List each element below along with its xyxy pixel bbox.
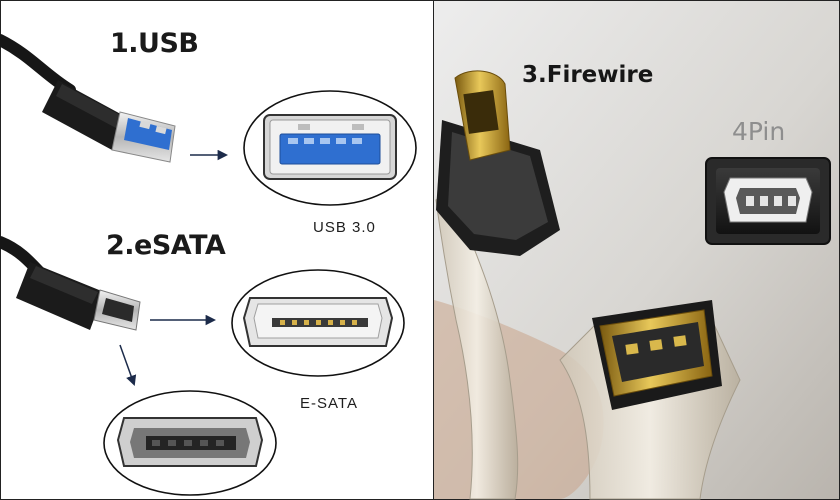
esata-port-closeup-2	[103, 390, 277, 496]
firewire-4pin-plug-image	[435, 70, 560, 500]
usb-caption: USB 3.0	[313, 219, 376, 236]
usb3-port-closeup	[243, 90, 417, 206]
firewire-pin-label: 4Pin	[732, 117, 786, 146]
usb-title: 1.USB	[110, 28, 199, 59]
usb-plug-image	[0, 34, 176, 163]
esata-plug-image	[0, 236, 141, 331]
firewire-title: 3.Firewire	[522, 62, 654, 88]
esata-caption: E-SATA	[300, 395, 358, 412]
firewire-6pin-plug-image	[559, 300, 741, 500]
esata-port-closeup-1	[231, 269, 405, 377]
esata-title: 2.eSATA	[106, 230, 226, 261]
esata-arrow-down	[119, 344, 137, 386]
firewire-4pin-port-inset	[705, 157, 831, 245]
